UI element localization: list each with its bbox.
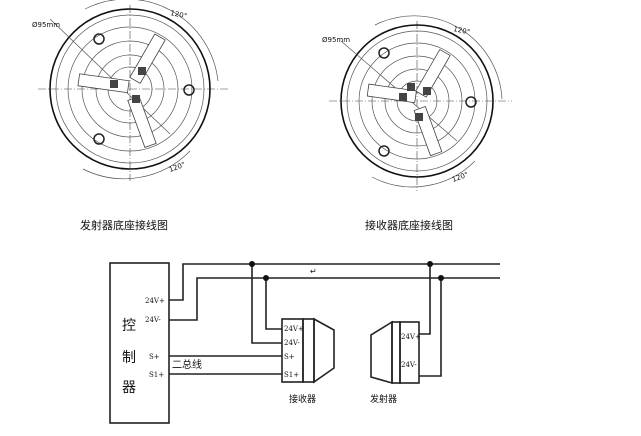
emitter-base-caption: 发射器底座接线图 bbox=[80, 218, 168, 232]
angle-bottom-label: 120° bbox=[451, 171, 470, 184]
receiver-device: 24V+ 24V- S+ S1+ bbox=[281, 317, 335, 384]
controller-terminal-s1-plus: S1+ bbox=[149, 371, 164, 379]
receiver-terminal-24v-minus: 24V- bbox=[284, 339, 300, 347]
receiver-terminal-24v-plus: 24V+ bbox=[284, 325, 304, 333]
emitter-terminal-24v-plus: 24V+ bbox=[401, 333, 421, 341]
controller-box bbox=[109, 262, 170, 424]
emitter-label: 发射器 bbox=[370, 393, 397, 405]
receiver-base-drawing: Ø95mm 120° 120° bbox=[322, 15, 512, 191]
receiver-label: 接收器 bbox=[289, 393, 316, 405]
controller-label-1: 控 bbox=[122, 318, 136, 334]
controller-terminal-24v-plus: 24V+ bbox=[145, 297, 165, 305]
receiver-terminal-s1-plus: S1+ bbox=[284, 371, 299, 379]
angle-top-label: 120° bbox=[453, 25, 471, 36]
emitter-base-drawing: Ø95mm 120° 120° bbox=[32, 0, 230, 181]
controller-terminal-24v-minus: 24V- bbox=[145, 316, 161, 324]
emitter-device: 24V+ 24V- bbox=[370, 320, 421, 385]
angle-top-label: 120° bbox=[170, 9, 188, 20]
return-mark: ↵ bbox=[310, 267, 317, 276]
controller-label-2: 制 bbox=[122, 350, 136, 366]
receiver-base-caption: 接收器底座接线图 bbox=[365, 218, 453, 232]
wiring-diagram: 控 制 器 24V+ 24V- S+ S1+ ↵ 二总线 24V+ 24V- S… bbox=[109, 261, 500, 424]
controller-terminal-s-plus: S+ bbox=[149, 353, 160, 361]
emitter-terminal-24v-minus: 24V- bbox=[401, 361, 417, 369]
bus-label: 二总线 bbox=[172, 358, 202, 371]
diameter-label: Ø95mm bbox=[322, 36, 350, 44]
angle-bottom-label: 120° bbox=[168, 161, 187, 174]
controller-label-3: 器 bbox=[122, 380, 136, 396]
receiver-terminal-s-plus: S+ bbox=[284, 353, 295, 361]
diameter-label: Ø95mm bbox=[32, 21, 60, 29]
